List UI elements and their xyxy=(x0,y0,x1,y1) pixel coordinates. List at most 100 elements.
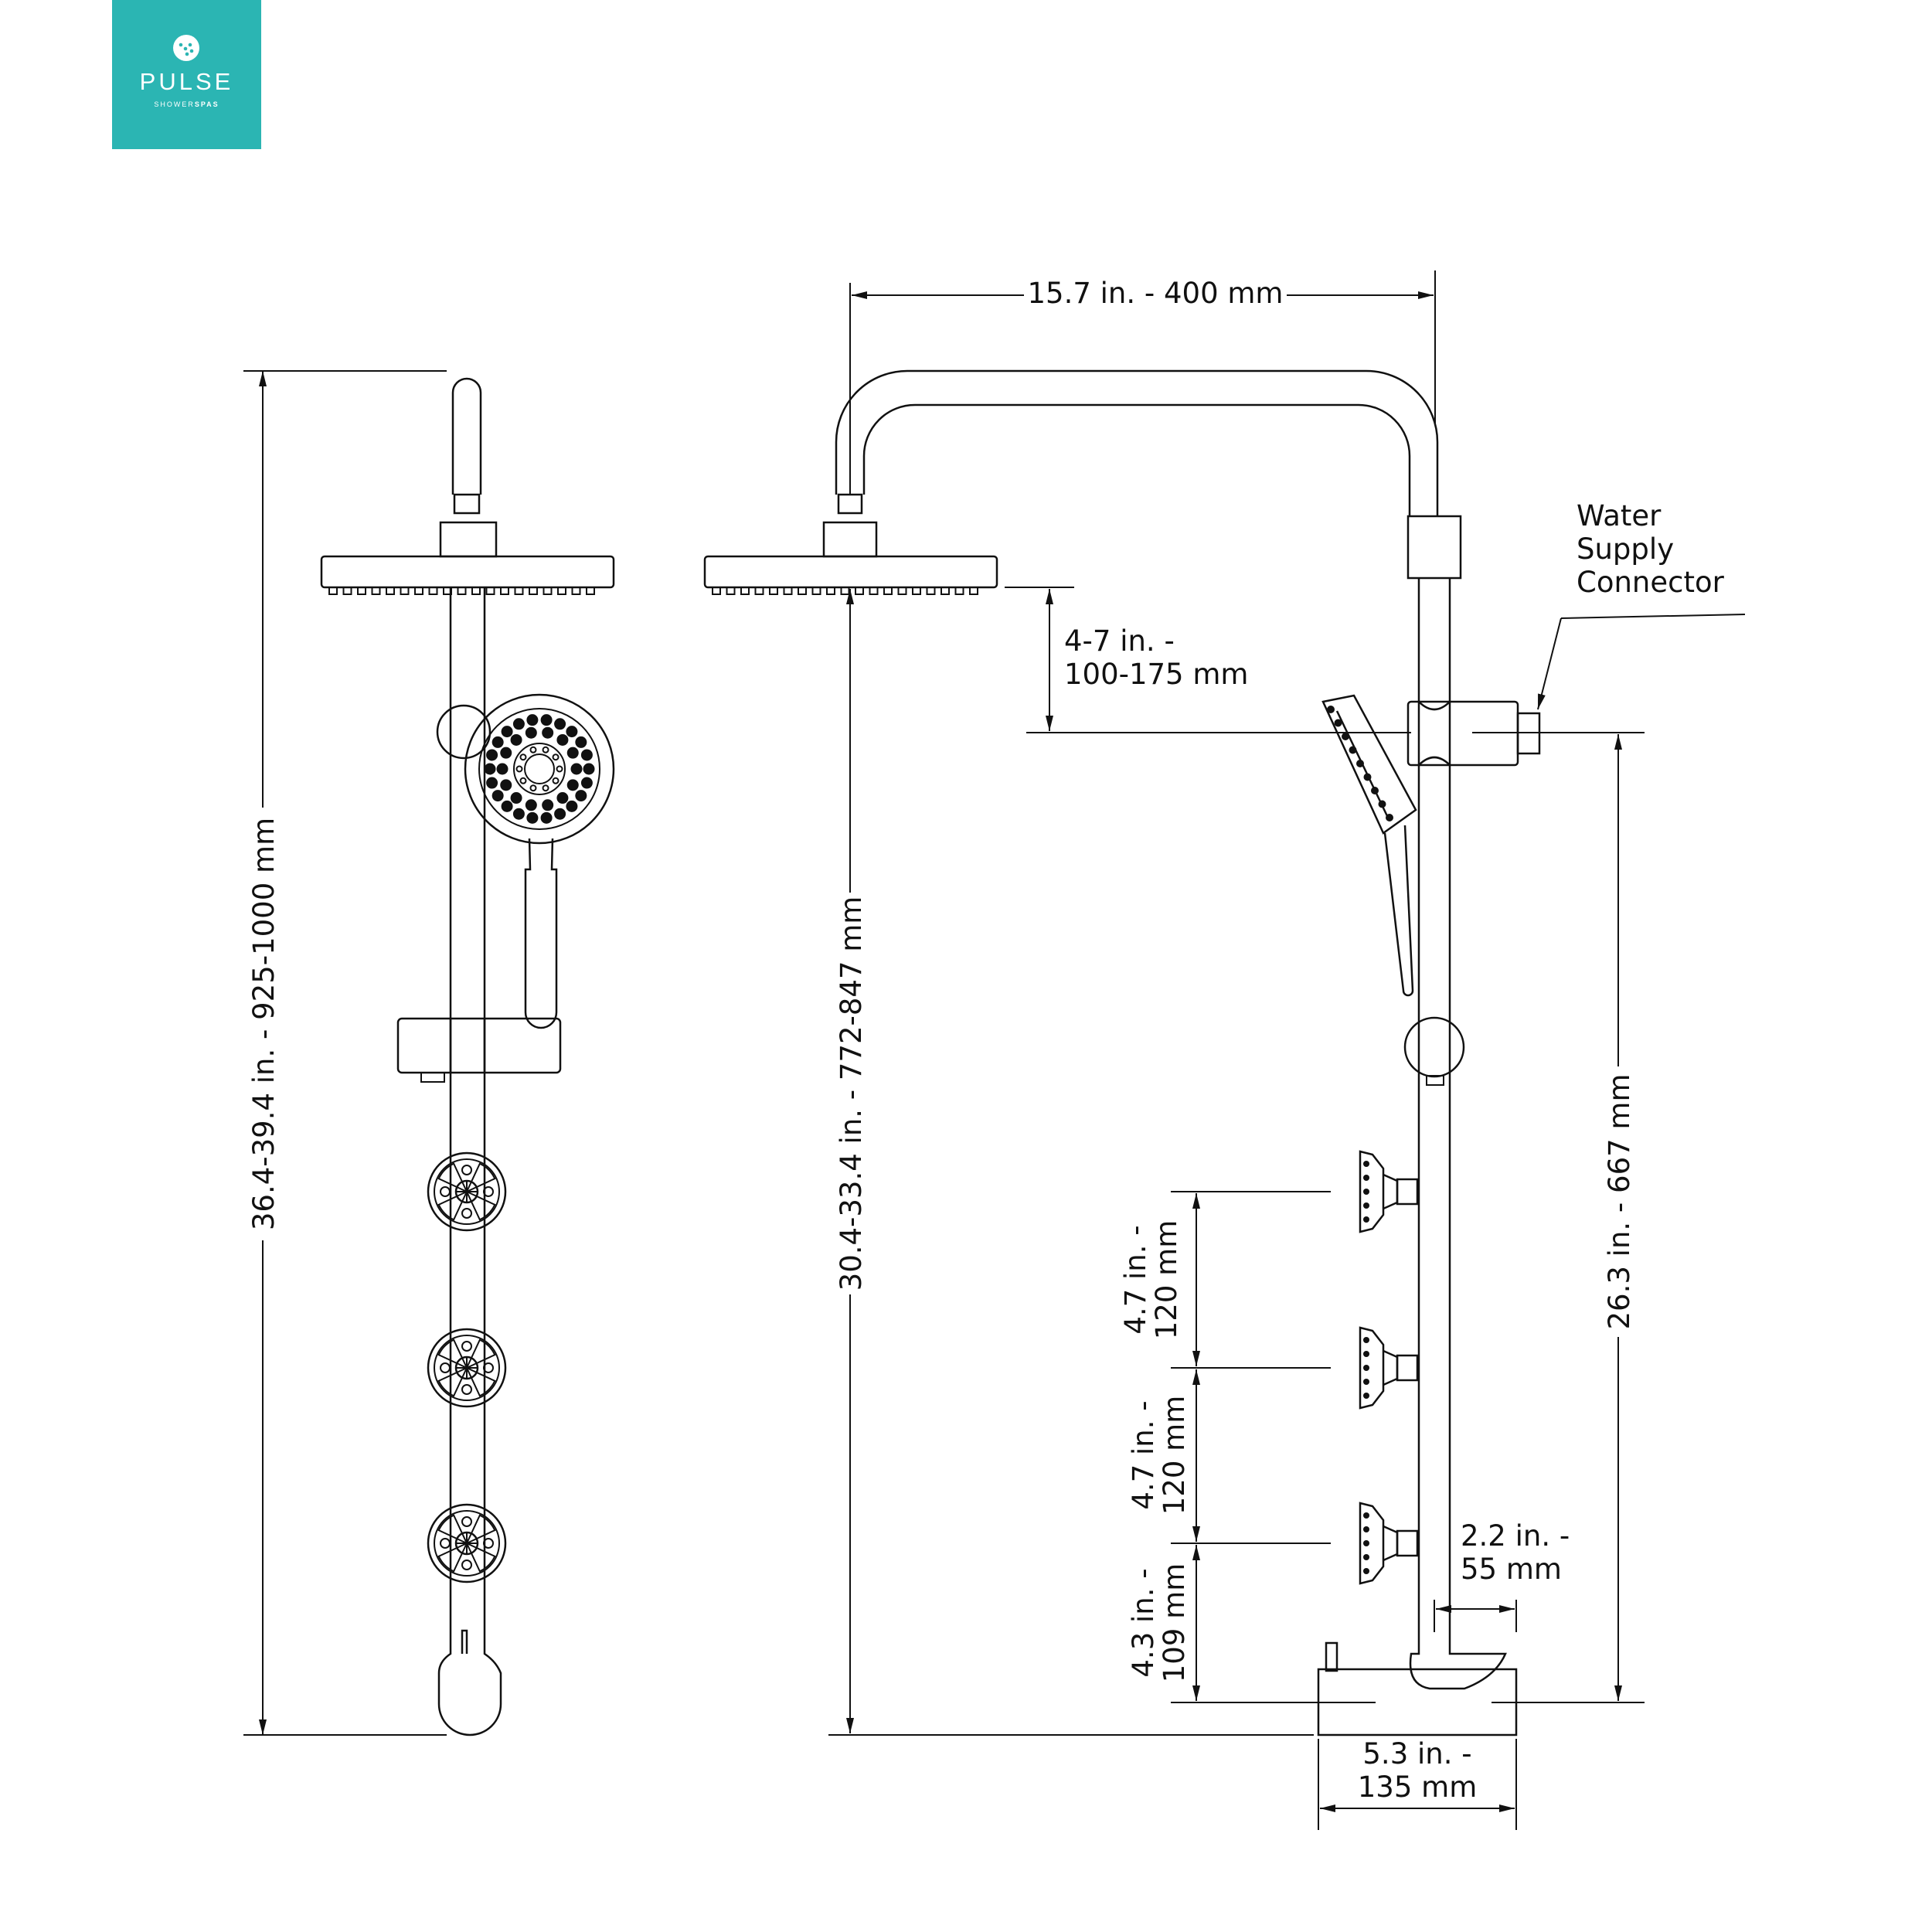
rain-nozzle xyxy=(414,587,423,595)
spray-nozzle xyxy=(1371,787,1379,794)
rain-nozzle xyxy=(471,587,481,595)
rain-nozzle xyxy=(357,587,366,595)
spray-nozzle xyxy=(501,726,513,738)
spray-nozzle xyxy=(566,747,579,759)
side-handshower-handle xyxy=(1383,825,1414,997)
spray-nozzle xyxy=(580,777,593,789)
spray-nozzle xyxy=(1378,800,1386,808)
brand-tagline-bold: SPAS xyxy=(194,100,219,108)
head-to-connector-label-2: 100-175 mm xyxy=(1064,658,1248,691)
total-height-label: 36.4-39.4 in. - 925-1000 mm xyxy=(247,818,281,1230)
side-upper-collar xyxy=(1406,515,1462,580)
rain-nozzle xyxy=(557,587,566,595)
side-body-jets xyxy=(1359,1150,1419,1585)
front-slide-bracket xyxy=(396,1017,562,1074)
spray-nozzle xyxy=(575,736,587,748)
front-head-collar xyxy=(439,521,498,558)
jet-spacing-1-label-1: 4.7 in. - xyxy=(1119,1225,1152,1334)
rain-nozzle xyxy=(386,587,395,595)
front-rain-head xyxy=(320,555,615,589)
rain-nozzle xyxy=(840,587,850,595)
arm-width-label: 15.7 in. - 400 mm xyxy=(1028,277,1284,310)
spray-nozzle xyxy=(486,749,498,761)
shower-drop-icon xyxy=(173,35,199,61)
wall-offset-label-1: 2.2 in. - xyxy=(1461,1519,1570,1553)
spray-nozzle xyxy=(510,733,522,746)
brand-name: PULSE xyxy=(139,68,234,95)
body-jet-front xyxy=(427,1151,507,1232)
head-to-connector-label-1: 4-7 in. - xyxy=(1064,624,1175,658)
spray-nozzle xyxy=(556,765,563,773)
rain-nozzle xyxy=(457,587,467,595)
rain-nozzle xyxy=(500,587,509,595)
water-supply-leader xyxy=(1560,614,1746,619)
front-view: 36.4-39.4 in. - 925-1000 mm xyxy=(243,370,615,1736)
spray-nozzle xyxy=(583,763,595,775)
spray-nozzle xyxy=(1349,746,1357,754)
side-view: 15.7 in. - 400 mm 4-7 in. - 100-175 mm 3… xyxy=(703,270,1746,1830)
spray-nozzle xyxy=(519,777,527,784)
spray-nozzle xyxy=(554,808,566,820)
spray-nozzle xyxy=(512,808,525,820)
body-jet-side xyxy=(1359,1326,1419,1410)
front-arm-nut xyxy=(453,493,481,515)
side-arm-nut xyxy=(837,493,863,515)
front-handshower-nozzles xyxy=(484,714,595,824)
rain-nozzle xyxy=(926,587,936,595)
spray-nozzle xyxy=(566,800,578,812)
front-riser-top xyxy=(451,377,482,495)
rain-nozzle xyxy=(485,587,495,595)
spray-nozzle xyxy=(512,718,525,730)
rain-nozzle xyxy=(912,587,921,595)
rain-nozzle xyxy=(826,587,835,595)
spray-nozzle xyxy=(542,799,554,811)
spray-nozzle xyxy=(554,718,566,730)
spray-nozzle xyxy=(542,726,554,739)
front-handshower-handle xyxy=(524,838,558,1029)
rain-nozzle xyxy=(855,587,864,595)
spray-nozzle xyxy=(500,747,512,759)
rain-nozzle xyxy=(740,587,750,595)
brand-tagline: SHOWERSPAS xyxy=(112,100,261,108)
water-supply-label-1: Water xyxy=(1577,499,1662,532)
body-jet-front xyxy=(427,1503,507,1583)
spray-nozzle xyxy=(496,763,509,775)
spray-nozzle xyxy=(1327,706,1335,713)
spray-nozzle xyxy=(552,753,560,761)
spray-nozzle xyxy=(526,714,539,726)
rain-nozzle xyxy=(798,587,807,595)
bottom-jet-label-1: 4.3 in. - xyxy=(1127,1568,1160,1677)
rain-nozzle xyxy=(883,587,893,595)
valve-width-label-2: 135 mm xyxy=(1358,1770,1477,1804)
spray-nozzle xyxy=(540,811,553,824)
spray-nozzle xyxy=(492,736,504,748)
bottom-jet-label-2: 109 mm xyxy=(1158,1563,1191,1682)
jet-spacing-1-label-2: 120 mm xyxy=(1150,1220,1183,1339)
rain-nozzle xyxy=(940,587,950,595)
rain-nozzle xyxy=(342,587,352,595)
rain-nozzle xyxy=(783,587,793,595)
body-jet-side xyxy=(1359,1502,1419,1585)
rain-nozzle xyxy=(969,587,978,595)
front-rain-nozzles xyxy=(328,587,595,595)
spray-nozzle xyxy=(556,792,569,804)
rain-nozzle xyxy=(754,587,764,595)
spray-nozzle xyxy=(525,799,537,811)
spray-nozzle xyxy=(552,777,560,784)
connector-height-label: 26.3 in. - 667 mm xyxy=(1603,1074,1636,1330)
rain-nozzle xyxy=(869,587,879,595)
spray-nozzle xyxy=(526,811,539,824)
spray-nozzle xyxy=(566,779,579,791)
spray-nozzle xyxy=(1363,773,1372,781)
spray-nozzle xyxy=(529,784,537,792)
front-bottom-connector xyxy=(437,1629,502,1736)
rain-nozzle xyxy=(543,587,553,595)
spray-nozzle xyxy=(492,790,504,802)
brand-tagline-light: SHOWER xyxy=(154,100,195,108)
pulse-logo: PULSE SHOWERSPAS xyxy=(112,0,261,149)
side-diverter-body xyxy=(1409,1629,1507,1690)
wall-offset-label-2: 55 mm xyxy=(1461,1553,1562,1586)
spray-nozzle xyxy=(529,746,537,753)
